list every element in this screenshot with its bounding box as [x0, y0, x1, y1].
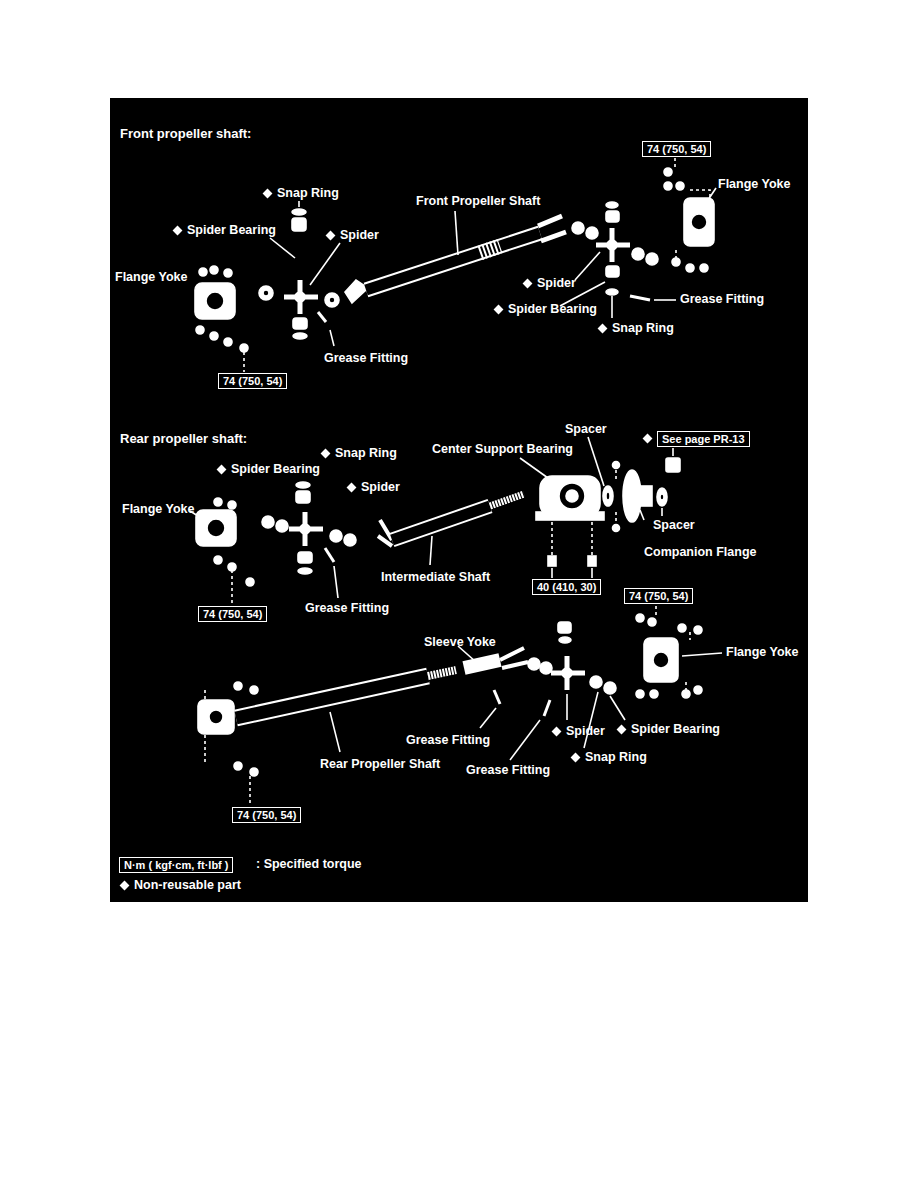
part-name: Snap Ring: [335, 446, 397, 461]
part-name: Flange Yoke: [726, 645, 798, 660]
part-name: Intermediate Shaft: [381, 570, 490, 585]
part-name: Sleeve Yoke: [424, 635, 496, 650]
section-heading: Front propeller shaft:: [120, 126, 251, 141]
box-text: 74 (750, 54): [647, 142, 706, 156]
part-name: Spider Bearing: [508, 302, 597, 317]
part-name: Grease Fitting: [680, 292, 764, 307]
torque-box: 40 (410, 30): [532, 579, 601, 595]
legend-torque-box: N·m ( kgf·cm, ft·lbf ): [119, 857, 233, 873]
box-text: N·m ( kgf·cm, ft·lbf ): [124, 858, 228, 872]
torque-box: 74 (750, 54): [198, 606, 267, 622]
part-name: Grease Fitting: [324, 351, 408, 366]
box-text: 40 (410, 30): [537, 580, 596, 594]
part-name: Spacer: [653, 518, 695, 533]
reference-box: See page PR-13: [657, 431, 750, 447]
part-name: Spacer: [565, 422, 607, 437]
part-name: Snap Ring: [585, 750, 647, 765]
part-name: Spider: [566, 724, 605, 739]
box-text: 74 (750, 54): [629, 589, 688, 603]
box-text: 74 (750, 54): [237, 808, 296, 822]
torque-box: 74 (750, 54): [624, 588, 693, 604]
box-text: 74 (750, 54): [203, 607, 262, 621]
part-name: Spider Bearing: [187, 223, 276, 238]
part-name: Flange Yoke: [115, 270, 187, 285]
torque-box: 74 (750, 54): [232, 807, 301, 823]
part-name: Front Propeller Shaft: [416, 194, 540, 209]
part-name: Snap Ring: [277, 186, 339, 201]
part-name: Spider Bearing: [631, 722, 720, 737]
part-name: Companion Flange: [644, 545, 757, 560]
box-text: 74 (750, 54): [223, 374, 282, 388]
part-name: Rear Propeller Shaft: [320, 757, 440, 772]
legend-note: : Specified torque: [256, 857, 362, 872]
part-name: Grease Fitting: [406, 733, 490, 748]
legend-text: Non-reusable part: [134, 878, 241, 893]
part-name: Flange Yoke: [122, 502, 194, 517]
part-name: Spider: [361, 480, 400, 495]
part-name: Grease Fitting: [466, 763, 550, 778]
part-name: Snap Ring: [612, 321, 674, 336]
part-name: Spider: [537, 276, 576, 291]
torque-box: 74 (750, 54): [218, 373, 287, 389]
torque-box: 74 (750, 54): [642, 141, 711, 157]
box-text: See page PR-13: [662, 432, 745, 446]
section-heading: Rear propeller shaft:: [120, 431, 247, 446]
part-name: Flange Yoke: [718, 177, 790, 192]
part-name: Spider: [340, 228, 379, 243]
part-name: Center Support Bearing: [432, 442, 573, 457]
part-name: Spider Bearing: [231, 462, 320, 477]
part-name: Grease Fitting: [305, 601, 389, 616]
